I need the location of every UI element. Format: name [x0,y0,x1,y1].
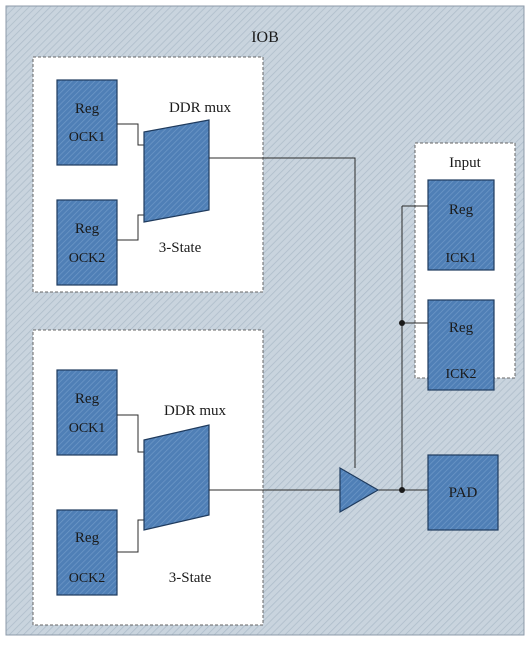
input-reg-ick1-line1: Reg [449,202,474,218]
lower-wire-ock2-mux [117,519,145,553]
input-title: Input [449,155,481,171]
output-buffer [339,466,380,514]
upper-reg-ock2 [56,199,118,286]
wire-upper-mux-to-buffer [209,157,356,468]
upper-reg-ock2-line2: OCK2 [69,251,106,266]
upper-reg-ock1-line2: OCK1 [69,130,106,145]
lower-output-panel: Reg OCK1 Reg OCK2 DDR mux 3-State [32,329,264,626]
upper-wire-ock1-mux [117,123,145,146]
input-reg-ick1-line2: ICK1 [445,251,476,266]
upper-mux-sublabel: 3-State [159,240,202,256]
input-reg-ick1 [427,179,495,271]
pad-block [427,454,499,531]
upper-reg-ock1-line1: Reg [75,101,100,117]
upper-ddr-mux-shape [143,119,210,223]
input-reg-ick2-line1: Reg [449,320,474,336]
upper-reg-ock1 [56,79,118,166]
interconnect [209,157,428,491]
upper-mux-label: DDR mux [169,100,232,116]
pad-label: PAD [449,485,478,501]
input-reg-ick2-line2: ICK2 [445,367,476,382]
input-reg-ick2 [427,299,495,391]
lower-reg-ock1-line1: Reg [75,391,100,407]
lower-mux-label: DDR mux [164,403,227,419]
lower-mux-sublabel: 3-State [169,570,212,586]
junction-pad [399,487,405,493]
lower-reg-ock2 [56,509,118,596]
lower-reg-ock1-line2: OCK1 [69,421,106,436]
lower-ddr-mux-shape [143,424,210,531]
upper-reg-ock2-line1: Reg [75,221,100,237]
upper-output-panel: Reg OCK1 Reg OCK2 DDR mux 3-State [32,56,264,293]
iob-title: IOB [251,29,279,46]
lower-reg-ock2-line1: Reg [75,530,100,546]
input-panel: Input Reg ICK1 Reg ICK2 [414,142,516,391]
lower-wire-ock1-mux [117,414,145,453]
junction-ick2 [399,320,405,326]
upper-wire-ock2-mux [117,214,145,241]
lower-reg-ock1 [56,369,118,456]
lower-reg-ock2-line2: OCK2 [69,571,106,586]
